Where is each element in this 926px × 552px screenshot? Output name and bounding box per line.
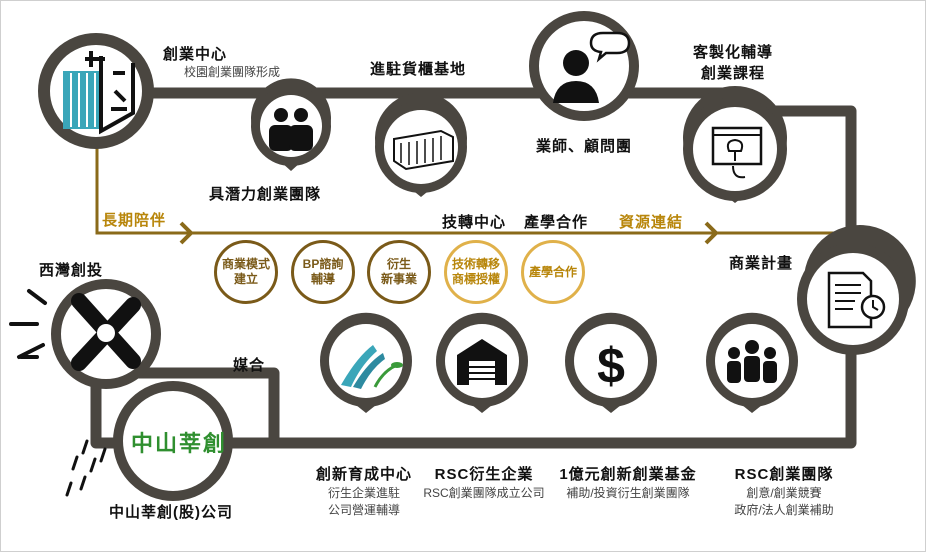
service-line2: 輔導 xyxy=(310,272,335,286)
rsc-spinoff-block: RSC衍生企業 RSC創業團隊成立公司 xyxy=(414,463,554,501)
mentors-title: 業師、顧問團 xyxy=(536,138,633,155)
service-line1: 技術轉移 xyxy=(451,257,500,271)
custom-coaching-pin-icon xyxy=(683,85,788,203)
long-term-label: 長期陪伴 xyxy=(102,212,167,229)
startup-center-title: 創業中心 xyxy=(163,46,228,63)
incubation-center-block: 創新育成中心 衍生企業進駐 公司營運輔導 xyxy=(299,463,429,518)
svg-text:$: $ xyxy=(597,338,625,394)
xiwan-title: 西灣創投 xyxy=(39,262,104,279)
rsc-team-sub1: 創意/創業競賽 xyxy=(746,486,822,500)
service-industry-academia: 產學合作 xyxy=(521,240,585,304)
business-plan-title: 商業計畫 xyxy=(729,255,794,272)
gold-arrow-1 xyxy=(179,221,194,245)
potential-teams-pin-icon xyxy=(251,78,331,171)
incubation-center-sub2: 公司營運輔導 xyxy=(327,503,400,517)
signal-lines-icon xyxy=(9,289,47,359)
rsc-team-sub2: 政府/法人創業補助 xyxy=(734,503,834,517)
fund-block: 1億元創新創業基金 補助/投資衍生創業團隊 xyxy=(553,463,703,501)
potential-teams-title: 具潛力創業團隊 xyxy=(209,186,322,203)
speed-lines-icon xyxy=(65,439,107,497)
rsc-team-title: RSC創業團隊 xyxy=(734,466,834,483)
incubation-center-pin-icon xyxy=(320,312,412,413)
custom-coaching-line2: 創業課程 xyxy=(700,65,765,82)
startup-center-subtitle: 校園創業團隊形成 xyxy=(184,65,281,79)
service-line2: 商標授權 xyxy=(451,272,500,286)
fund-subtitle: 補助/投資衍生創業團隊 xyxy=(566,486,690,500)
fund-title: 1億元創新創業基金 xyxy=(559,466,697,483)
gold-flow-line xyxy=(95,131,846,235)
industry-academia-label: 產學合作 xyxy=(524,214,589,231)
xiwan-venture-pin-icon xyxy=(51,279,161,389)
rsc-team-block: RSC創業團隊 創意/創業競賽 政府/法人創業補助 xyxy=(719,463,849,518)
rsc-spinoff-title: RSC衍生企業 xyxy=(434,466,534,483)
custom-coaching-title: 客製化輔導 創業課程 xyxy=(673,41,793,83)
team-people-pin-icon xyxy=(706,312,798,413)
incubation-base-title: 進駐貨櫃基地 xyxy=(370,61,467,78)
company-logo: 中山莘創 xyxy=(131,431,228,457)
mentor-pin-icon xyxy=(529,11,639,121)
service-bp-consulting: BP諮詢 輔導 xyxy=(291,240,355,304)
gold-arrow-2 xyxy=(704,221,719,245)
rsc-spinoff-subtitle: RSC創業團隊成立公司 xyxy=(423,486,545,500)
warehouse-pin-icon xyxy=(436,312,528,413)
service-line1: BP諮詢 xyxy=(302,257,344,271)
incubation-center-sub1: 衍生企業進駐 xyxy=(327,486,400,500)
service-line1: 衍生 xyxy=(386,257,411,271)
service-business-model: 商業模式 建立 xyxy=(214,240,278,304)
container-base-pin-icon xyxy=(375,92,467,197)
matchmaking-label: 媒合 xyxy=(233,357,266,374)
company-title: 中山莘創(股)公司 xyxy=(109,504,233,521)
service-spinoff: 衍生 新事業 xyxy=(367,240,431,304)
startup-center-pin-icon xyxy=(38,33,154,149)
company-logo-ring xyxy=(113,381,233,501)
resource-link-label: 資源連結 xyxy=(619,214,684,231)
service-tech-transfer: 技術轉移 商標授權 xyxy=(444,240,508,304)
business-plan-pin-icon xyxy=(797,225,916,355)
tech-center-label: 技轉中心 xyxy=(442,214,507,231)
dollar-pin-icon: $ xyxy=(565,312,657,413)
service-line1: 產學合作 xyxy=(528,264,577,279)
service-line2: 新事業 xyxy=(380,272,417,286)
service-line1: 商業模式 xyxy=(221,257,270,271)
service-line2: 建立 xyxy=(233,272,258,286)
incubation-center-title: 創新育成中心 xyxy=(315,466,412,483)
custom-coaching-line1: 客製化輔導 xyxy=(692,44,773,61)
